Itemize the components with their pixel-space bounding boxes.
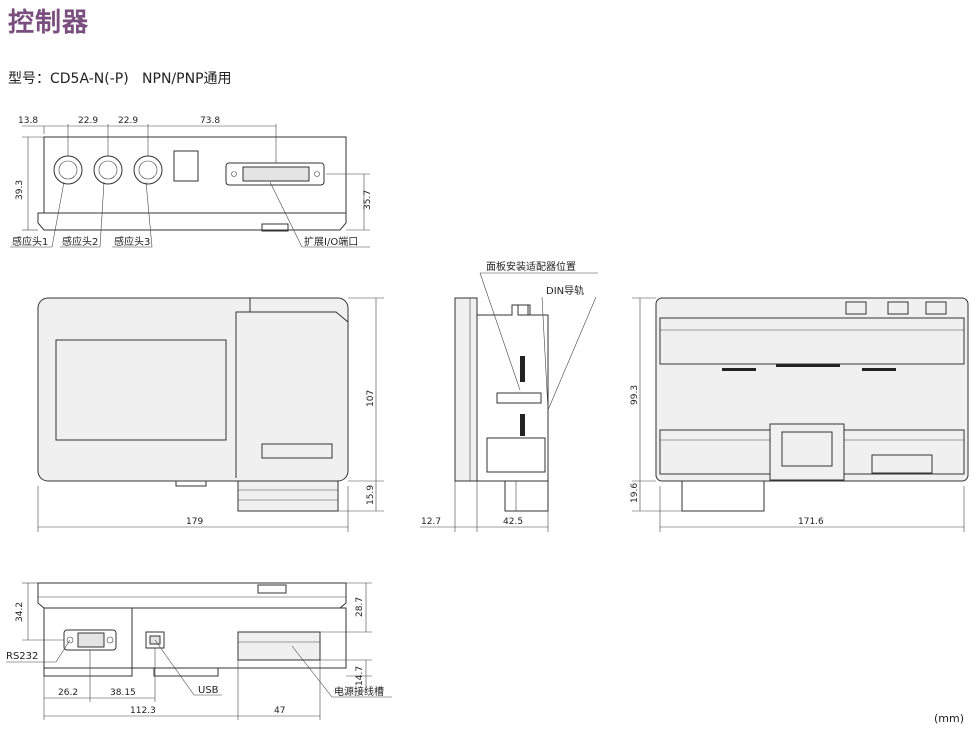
dim-22-9-b: 22.9 bbox=[118, 116, 138, 126]
side-view: 面板安装适配器位置 DIN导轨 12.7 42.5 bbox=[420, 260, 598, 532]
side-view-body bbox=[477, 304, 549, 482]
label-power-terminal: 电源接线槽 bbox=[334, 685, 384, 698]
top-view-window bbox=[173, 150, 199, 182]
rear-view-body bbox=[655, 297, 969, 482]
front-terminal-block bbox=[237, 480, 339, 512]
dim-13-8: 13.8 bbox=[18, 116, 38, 126]
front-label-plate bbox=[261, 443, 333, 459]
dim-22-9-a: 22.9 bbox=[78, 116, 98, 126]
dim-38-15: 38.15 bbox=[110, 688, 136, 698]
dim-26-2: 26.2 bbox=[58, 688, 78, 698]
bottom-main-body bbox=[131, 607, 347, 669]
rear-view: 99.3 19.6 171.6 bbox=[630, 297, 969, 532]
label-sensor-2: 感应头2 bbox=[62, 235, 98, 248]
dim-42-5: 42.5 bbox=[503, 517, 523, 527]
power-terminal-block bbox=[237, 631, 321, 661]
side-view-front-panel bbox=[454, 297, 478, 482]
label-rs232: RS232 bbox=[6, 651, 38, 662]
label-expansion-io: 扩展I/O端口 bbox=[304, 235, 358, 248]
model-line: 型号：CD5A-N(-P) NPN/PNP通用 bbox=[8, 68, 232, 88]
units-label: (mm) bbox=[934, 712, 965, 725]
top-view: 13.8 22.9 22.9 73.8 39.3 35.7 感应头1 感应头2 … bbox=[10, 116, 373, 248]
dim-12-7: 12.7 bbox=[421, 517, 441, 527]
dim-73-8: 73.8 bbox=[200, 116, 220, 126]
dim-34-2: 34.2 bbox=[15, 602, 25, 622]
bottom-view-flange bbox=[37, 582, 347, 609]
label-sensor-1: 感应头1 bbox=[12, 235, 48, 248]
din-rail-slot bbox=[496, 392, 542, 404]
dim-28-7: 28.7 bbox=[355, 597, 365, 617]
display-screen bbox=[55, 339, 227, 441]
label-panel-mount-adapter: 面板安装适配器位置 bbox=[486, 260, 576, 273]
dim-19-6: 19.6 bbox=[630, 483, 640, 503]
dim-35-7: 35.7 bbox=[363, 190, 373, 210]
bottom-view: 34.2 28.7 14.7 26.2 38.15 112.3 47 RS232… bbox=[6, 582, 392, 720]
model-name: CD5A-N(-P) bbox=[50, 71, 129, 87]
front-view-body bbox=[37, 297, 349, 482]
dim-14-7: 14.7 bbox=[355, 666, 365, 686]
dim-39-3: 39.3 bbox=[15, 180, 25, 200]
model-compat: NPN/PNP通用 bbox=[142, 71, 232, 87]
sensor-connector-1 bbox=[53, 155, 83, 185]
top-view-flange bbox=[37, 212, 347, 231]
dim-47: 47 bbox=[274, 706, 285, 716]
top-view-slot bbox=[261, 223, 289, 232]
model-prefix: 型号： bbox=[8, 71, 50, 87]
rear-terminal-block bbox=[681, 480, 765, 512]
dim-171-6: 171.6 bbox=[798, 517, 824, 527]
page-title: 控制器 bbox=[8, 8, 90, 38]
label-usb: USB bbox=[198, 685, 219, 696]
dim-112-3: 112.3 bbox=[130, 706, 156, 716]
label-sensor-3: 感应头3 bbox=[114, 235, 150, 248]
dim-107: 107 bbox=[366, 390, 376, 407]
sensor-connector-3 bbox=[133, 155, 163, 185]
dim-15-9: 15.9 bbox=[366, 485, 376, 505]
expansion-io-connector bbox=[225, 162, 325, 186]
dim-99-3: 99.3 bbox=[630, 385, 640, 405]
sensor-connector-2 bbox=[93, 155, 123, 185]
dim-179: 179 bbox=[186, 517, 203, 527]
label-din-rail: DIN导轨 bbox=[546, 284, 584, 297]
front-view: 107 15.9 179 bbox=[37, 297, 384, 532]
